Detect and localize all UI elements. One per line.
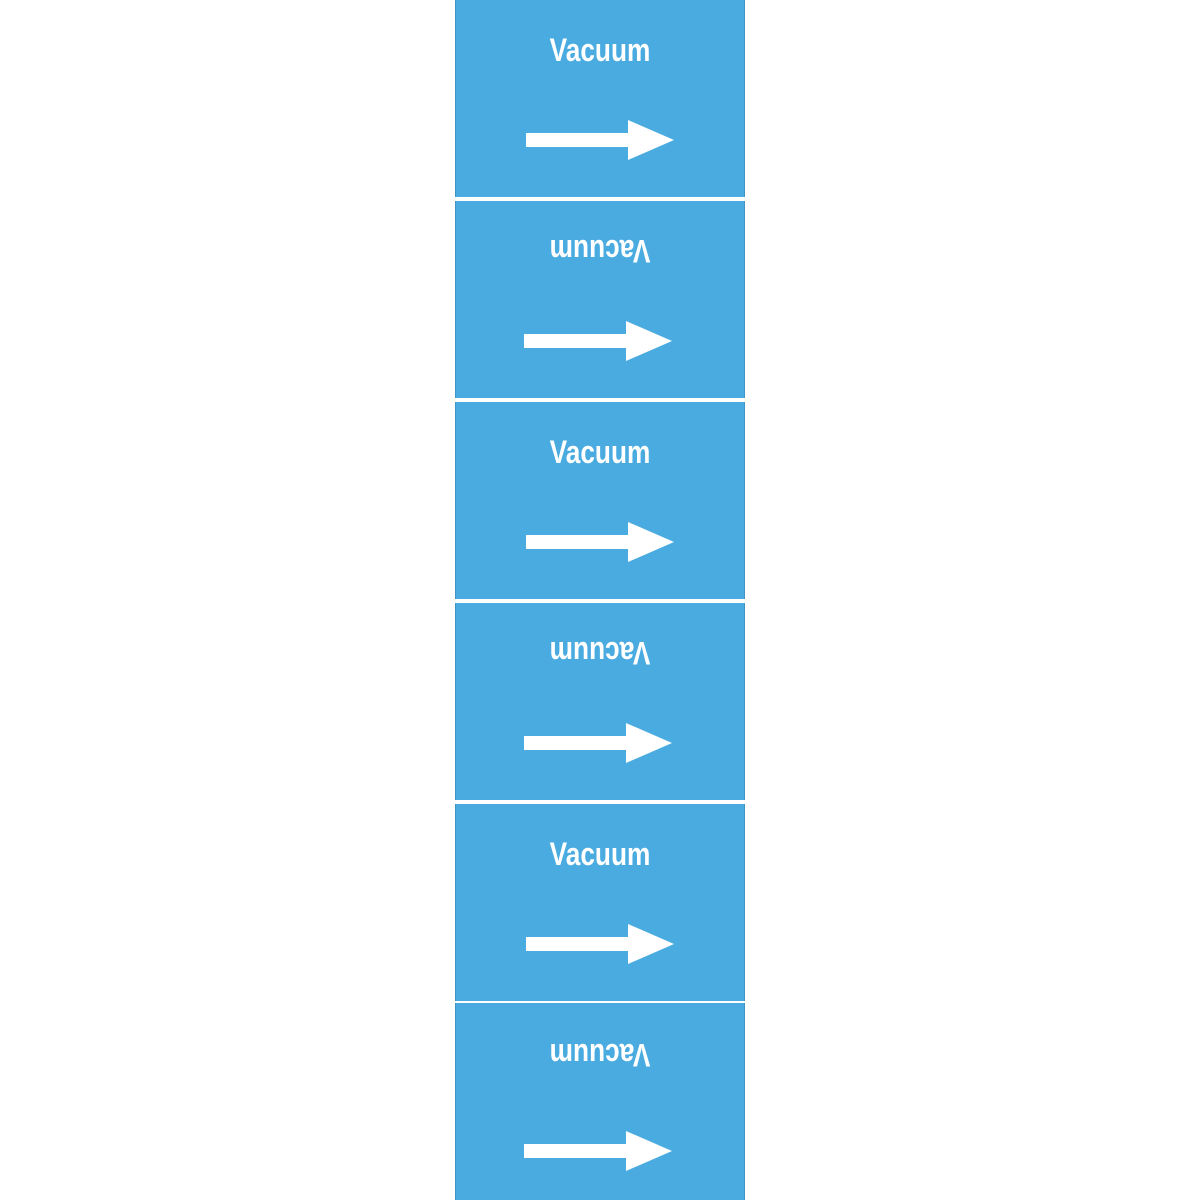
pipe-marker-label-2: Vacuum: [455, 201, 745, 398]
medium-name: Vacuum: [549, 635, 651, 671]
pipe-marker-label-4: Vacuum: [455, 603, 745, 800]
medium-name: Vacuum: [549, 233, 651, 269]
arrow-right-icon: [524, 321, 672, 361]
arrow-right-icon: [524, 1131, 672, 1171]
medium-name: Vacuum: [549, 836, 651, 872]
pipe-marker-label-5: Vacuum: [455, 804, 745, 1001]
pipe-marker-strip: Vacuum Vacuum Vacuum Vacuum Vacuum: [455, 0, 745, 1200]
arrow-right-icon: [524, 723, 672, 763]
arrow-right-icon: [526, 924, 674, 964]
pipe-marker-label-3: Vacuum: [455, 402, 745, 599]
arrow-right-icon: [526, 522, 674, 562]
arrow-right-icon: [526, 120, 674, 160]
medium-name: Vacuum: [549, 32, 651, 68]
pipe-marker-label-6: Vacuum: [455, 1003, 745, 1200]
pipe-marker-label-1: Vacuum: [455, 0, 745, 197]
medium-name: Vacuum: [549, 434, 651, 470]
medium-name: Vacuum: [549, 1037, 651, 1073]
